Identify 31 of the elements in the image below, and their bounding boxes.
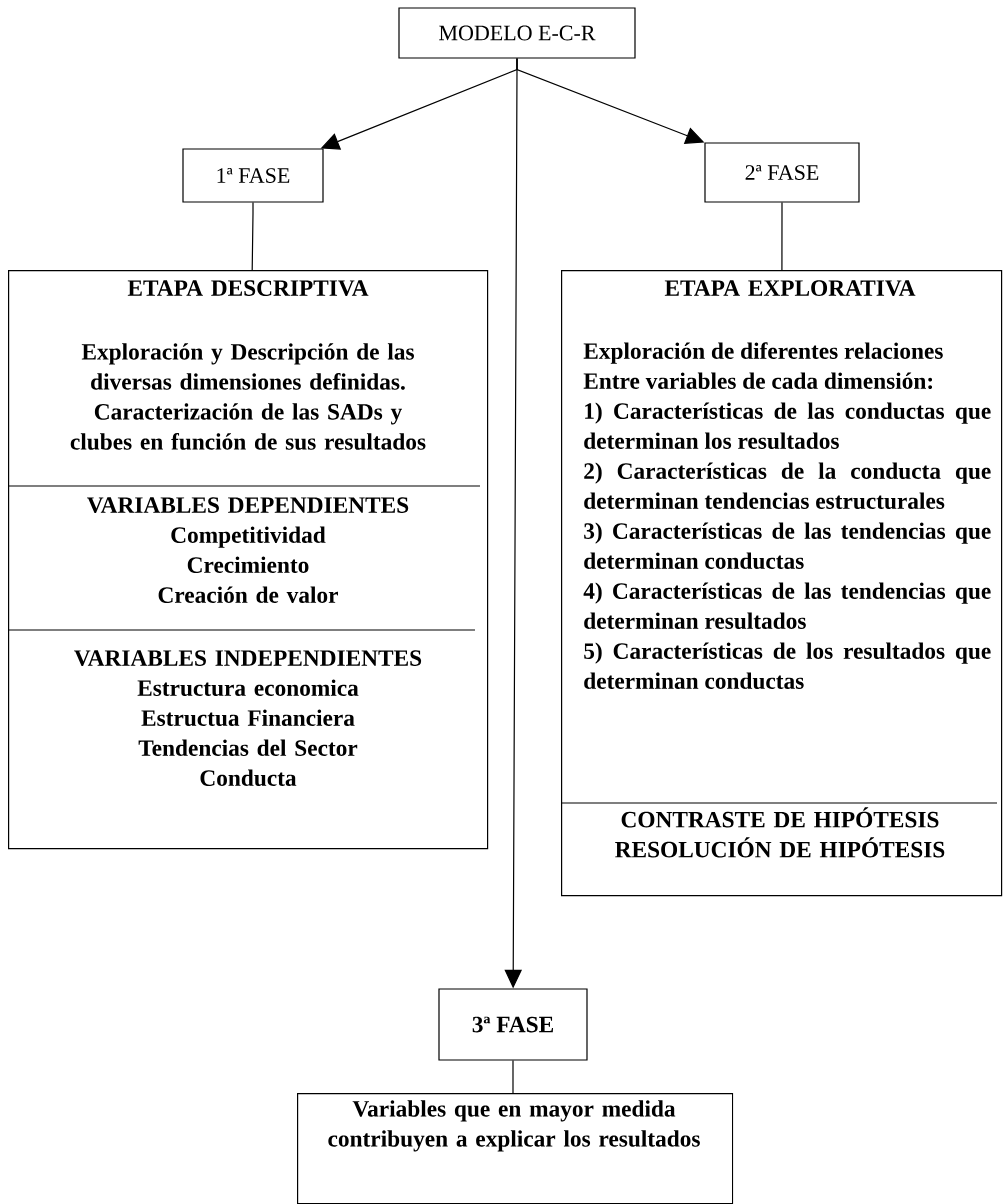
box-text: Variables que en mayor medida contribuyen a explicar los resultados bbox=[328, 1100, 700, 1152]
node-label: Competitividad bbox=[171, 526, 326, 548]
node-label: Creación de valor bbox=[158, 586, 338, 603]
box-text: Exploración y Descripción de las diversas dimensiones definidas. Caracterización de las SADs y clubes en función de sus resultados bbox=[70, 343, 426, 450]
process-box bbox=[7, 270, 489, 850]
node-label: Estructua Financiera bbox=[141, 709, 355, 727]
node-label: Tendencias del Sector bbox=[138, 739, 358, 756]
node-label: Conducta bbox=[200, 769, 297, 787]
process-box: 3ª FASE bbox=[438, 988, 588, 1061]
node-label: 2) Características de la conducta que determinan tendencias estructurales bbox=[584, 462, 991, 509]
node-label: 1) Características de las conductas que determinan los resultados bbox=[584, 402, 991, 449]
node-label: Estructura economica bbox=[137, 679, 359, 697]
node-label: Crecimiento bbox=[187, 556, 309, 573]
box-text: ETAPA DESCRIPTIVA bbox=[127, 280, 369, 297]
process-box: 2ª FASE bbox=[704, 142, 860, 203]
box-text: VARIABLES DEPENDIENTES Competitividad Crecimiento Creación de valor bbox=[87, 497, 409, 603]
node-label: VARIABLES INDEPENDIENTES bbox=[74, 650, 422, 667]
node-label: 3) Características de las tendencias que determinan conductas bbox=[584, 522, 991, 569]
node-label: Exploración de diferentes relaciones bbox=[583, 342, 943, 364]
process-box: 1ª FASE bbox=[182, 148, 324, 203]
box-text: Exploración de diferentes relaciones Entre variables de cada dimensión: 1) Características de las conductas que determinan los resultados 2) Características de la conducta que determinan tendencias estructurales 3) Características de las tendencias que determinan conductas 4) Características de las tendencias que determinan resultados 5) Características de los resultados que determinan conductas bbox=[583, 342, 991, 689]
process-box: MODELO E-C-R bbox=[398, 7, 636, 59]
node-label: 4) Características de las tendencias que determinan resultados bbox=[583, 582, 991, 629]
box-text: ETAPA EXPLORATIVA bbox=[664, 280, 916, 297]
node-label: Entre variables de cada dimensión: bbox=[583, 372, 933, 390]
box-text: CONTRASTE DE HIPÓTESIS RESOLUCIÓN DE HIPÓTESIS bbox=[615, 807, 945, 858]
process-box bbox=[560, 270, 1003, 897]
box-text: VARIABLES INDEPENDIENTES Estructura economica Estructua Financiera Tendencias del Sector Conducta bbox=[74, 650, 422, 786]
node-label: 5) Características de los resultados que determinan conductas bbox=[584, 642, 991, 689]
node-label: VARIABLES DEPENDIENTES bbox=[87, 497, 409, 514]
process-box bbox=[297, 1093, 734, 1204]
